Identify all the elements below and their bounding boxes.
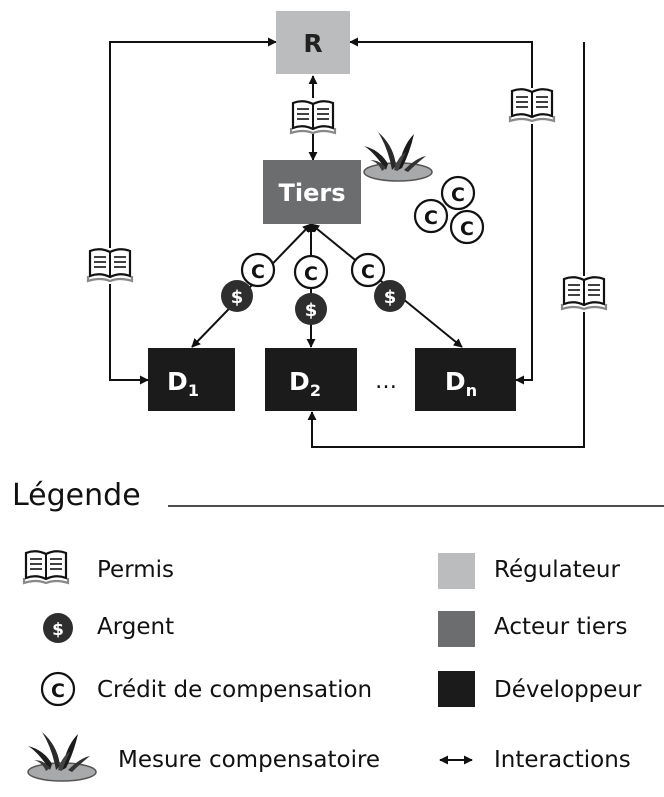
edge-r-d2 bbox=[307, 42, 585, 448]
third-party-label: Tiers bbox=[279, 179, 346, 207]
svg-text:C: C bbox=[251, 261, 265, 283]
svg-text:C: C bbox=[451, 184, 465, 206]
regulator-box bbox=[276, 11, 350, 74]
credit-coin-icon: C bbox=[440, 175, 476, 211]
permit-book-icon bbox=[288, 98, 338, 135]
credit-coin-icon: C bbox=[350, 252, 386, 288]
developer-label-2: D2 bbox=[289, 367, 321, 400]
credit-coin-icon: C bbox=[413, 198, 449, 234]
money-coin-icon: $ bbox=[221, 280, 253, 312]
credit-coin-icon: C bbox=[40, 671, 76, 707]
developer-label-n: Dn bbox=[445, 367, 477, 400]
credit-coin-icon: C bbox=[449, 209, 485, 245]
money-coin-icon: $ bbox=[43, 613, 73, 643]
plant-measure-icon bbox=[27, 731, 97, 782]
plant-measure-icon bbox=[363, 131, 433, 182]
money-coin-icon: $ bbox=[295, 293, 327, 325]
legend-label-measure: Mesure compensatoire bbox=[118, 747, 380, 773]
svg-text:C: C bbox=[361, 261, 375, 283]
money-coin-icon: $ bbox=[374, 280, 406, 312]
legend-label-developer: Développeur bbox=[494, 677, 642, 703]
developer-box-n bbox=[415, 348, 516, 411]
developer-box-2 bbox=[265, 348, 357, 411]
regulator-label: R bbox=[303, 29, 322, 58]
permit-book-icon bbox=[22, 550, 70, 585]
permit-book-icon bbox=[507, 88, 557, 124]
developer-ellipsis: … bbox=[375, 369, 397, 394]
developer-label-1: D1 bbox=[167, 367, 199, 400]
svg-text:$: $ bbox=[52, 620, 64, 640]
developer-swatch bbox=[438, 671, 475, 707]
svg-text:C: C bbox=[424, 207, 438, 229]
permit-book-icon bbox=[559, 276, 609, 312]
svg-text:C: C bbox=[51, 680, 65, 702]
third-party-box bbox=[263, 160, 361, 224]
legend-label-regulator: Régulateur bbox=[494, 557, 621, 583]
credit-coin-icon: C bbox=[240, 252, 276, 288]
legend-label-permit: Permis bbox=[97, 557, 174, 583]
legend-label-third-party: Acteur tiers bbox=[494, 614, 628, 640]
developer-box-1 bbox=[148, 348, 235, 411]
legend-label-money: Argent bbox=[97, 614, 174, 640]
regulator-swatch bbox=[438, 553, 475, 589]
svg-text:$: $ bbox=[305, 300, 318, 321]
permit-book-icon bbox=[85, 248, 135, 284]
third-party-swatch bbox=[438, 611, 475, 647]
edge-r-dn bbox=[349, 37, 533, 385]
credit-coin-icon: C bbox=[293, 254, 329, 290]
svg-text:C: C bbox=[460, 218, 474, 240]
svg-text:C: C bbox=[304, 263, 318, 285]
legend-title: Légende bbox=[12, 478, 141, 513]
svg-text:$: $ bbox=[384, 287, 397, 308]
legend-label-interactions: Interactions bbox=[494, 747, 631, 773]
legend-label-credit: Crédit de compensation bbox=[97, 677, 372, 703]
edge-r-d1 bbox=[109, 37, 277, 385]
svg-text:$: $ bbox=[231, 287, 244, 308]
